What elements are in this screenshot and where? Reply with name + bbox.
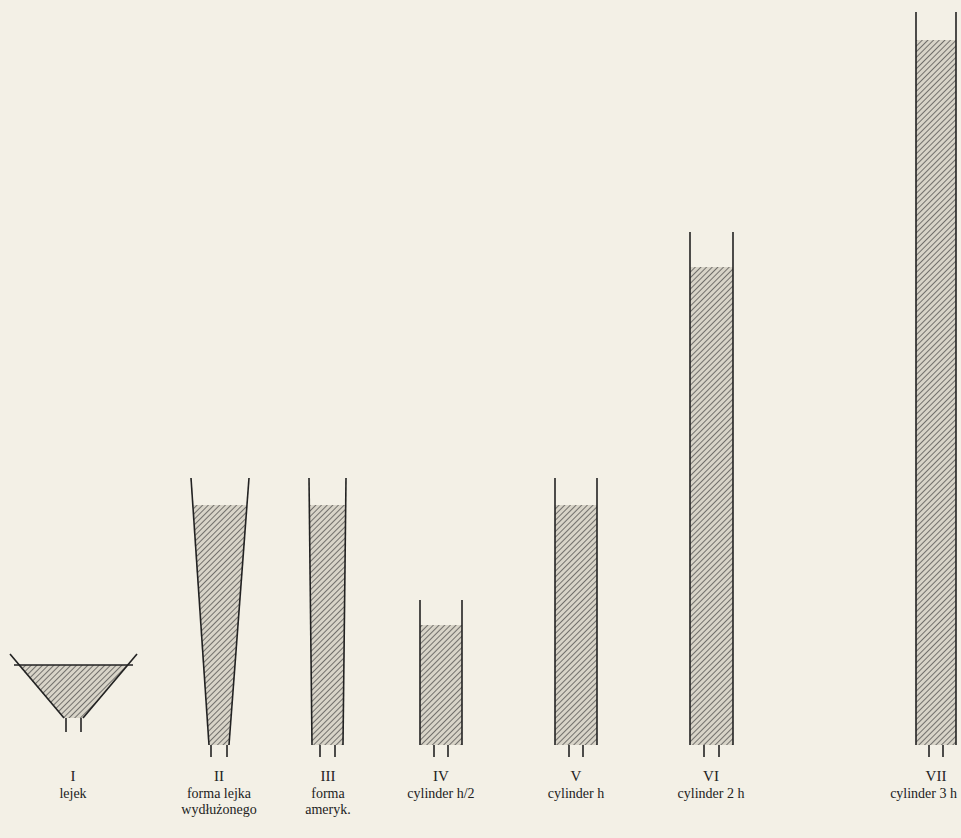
- roman-numeral: IV: [433, 768, 449, 785]
- vessel-name: cylinder h: [548, 786, 604, 802]
- cylinder-h: [555, 478, 597, 757]
- funnel: [10, 654, 137, 732]
- vessel-name: lejek: [59, 786, 86, 802]
- vessel-name: forma ameryk.: [298, 786, 358, 818]
- vessel-name: cylinder 3 h: [890, 786, 957, 802]
- vessel-name: cylinder 2 h: [678, 786, 745, 802]
- roman-numeral: III: [321, 768, 336, 785]
- roman-numeral: I: [71, 768, 76, 785]
- elongated-funnel: [191, 478, 249, 757]
- cylinder-3h: [916, 12, 956, 757]
- american-form: [309, 478, 346, 757]
- roman-numeral: II: [214, 768, 224, 785]
- cylinder-half: [420, 600, 462, 757]
- cylinder-2h: [690, 232, 733, 757]
- roman-numeral: V: [571, 768, 582, 785]
- roman-numeral: VI: [703, 768, 719, 785]
- vessel-name: cylinder h/2: [407, 786, 474, 802]
- roman-numeral: VII: [926, 768, 947, 785]
- vessel-name: forma lejka wydłużonego: [180, 786, 258, 818]
